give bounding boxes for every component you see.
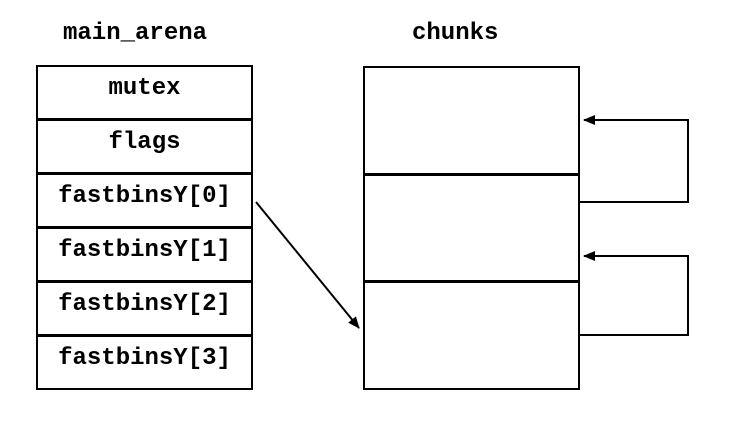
chunk-3 [365,283,578,388]
main-arena-row-label: fastbinsY[3] [58,344,231,372]
main-arena-row-label: flags [108,128,181,156]
chunk-1 [365,68,578,176]
main-arena-row-fastbinsY-0: fastbinsY[0] [38,175,251,229]
main-arena-row-flags: flags [38,121,251,175]
main-arena-row-label: mutex [108,74,181,102]
main-arena-row-label: fastbinsY[2] [58,290,231,318]
main-arena-row-fastbinsY-1: fastbinsY[1] [38,229,251,283]
main-arena-row-fastbinsY-2: fastbinsY[2] [38,283,251,337]
main-arena-title: main_arena [63,20,208,47]
arrow-chunk3-fd-to-chunk2-icon [580,251,689,336]
chunks-table [363,66,580,390]
main-arena-row-label: fastbinsY[1] [58,236,231,264]
chunks-title: chunks [412,20,499,47]
main-arena-row-label: fastbinsY[0] [58,182,231,210]
arrow-fastbinsY0-to-chunk3-icon [255,201,360,329]
main-arena-row-fastbinsY-3: fastbinsY[3] [38,337,251,388]
main-arena-row-mutex: mutex [38,67,251,121]
chunk-2 [365,176,578,284]
arrow-chunk2-fd-to-chunk1-icon [580,115,689,203]
main-arena-table: mutex flags fastbinsY[0] fastbinsY[1] fa… [36,65,253,390]
